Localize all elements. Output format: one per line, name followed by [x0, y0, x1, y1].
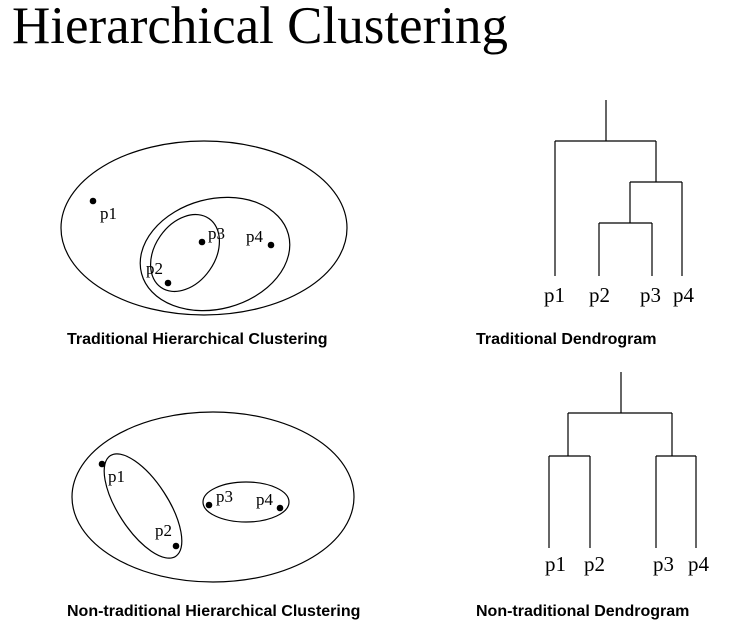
point-p1	[89, 197, 97, 205]
point-p2	[172, 542, 180, 550]
point-p3	[205, 501, 213, 509]
point-label-p4: p4	[246, 227, 264, 246]
caption-nontraditional-dendrogram: Non-traditional Dendrogram	[476, 603, 689, 620]
point-label-p4: p4	[256, 490, 274, 509]
leaf-label-p2: p2	[584, 552, 605, 576]
point-p3	[198, 238, 206, 246]
traditional-dendrogram-lines	[554, 100, 683, 276]
caption-traditional-dendrogram: Traditional Dendrogram	[476, 331, 656, 348]
caption-traditional-clustering: Traditional Hierarchical Clustering	[67, 331, 328, 348]
point-label-p1: p1	[100, 204, 117, 223]
nontraditional-dendrogram-lines	[548, 372, 697, 548]
caption-nontraditional-clustering: Non-traditional Hierarchical Clustering	[67, 603, 360, 620]
nontraditional-dendrogram-panel: p1 p2 p3 p4 Non-traditional Dendrogram	[476, 372, 710, 620]
inner-cluster-ellipse	[149, 213, 221, 293]
point-label-p3: p3	[216, 487, 233, 506]
page-title: Hierarchical Clustering	[12, 0, 508, 55]
leaf-label-p1: p1	[545, 552, 566, 576]
point-p1	[98, 460, 106, 468]
point-label-p1: p1	[108, 467, 125, 486]
right-cluster-ellipse	[202, 481, 290, 523]
traditional-clustering-panel: p1 p2 p3 p4 Traditional Hierarchical Clu…	[60, 140, 348, 348]
point-p4	[276, 504, 284, 512]
point-p2	[164, 279, 172, 287]
point-label-p2: p2	[155, 521, 172, 540]
outer-cluster-ellipse	[60, 140, 348, 316]
point-label-p2: p2	[146, 259, 163, 278]
outer-cluster-ellipse	[71, 411, 355, 583]
leaf-label-p1: p1	[544, 283, 565, 307]
traditional-dendrogram-panel: p1 p2 p3 p4 Traditional Dendrogram	[476, 100, 695, 348]
leaf-label-p2: p2	[589, 283, 610, 307]
middle-cluster-ellipse	[139, 196, 291, 312]
leaf-label-p3: p3	[653, 552, 674, 576]
point-label-p3: p3	[208, 224, 225, 243]
left-cluster-ellipse	[103, 453, 183, 559]
leaf-label-p4: p4	[688, 552, 710, 576]
leaf-label-p4: p4	[673, 283, 695, 307]
point-p4	[267, 241, 275, 249]
leaf-label-p3: p3	[640, 283, 661, 307]
nontraditional-clustering-panel: p1 p2 p3 p4 Non-traditional Hierarchical…	[67, 411, 360, 620]
